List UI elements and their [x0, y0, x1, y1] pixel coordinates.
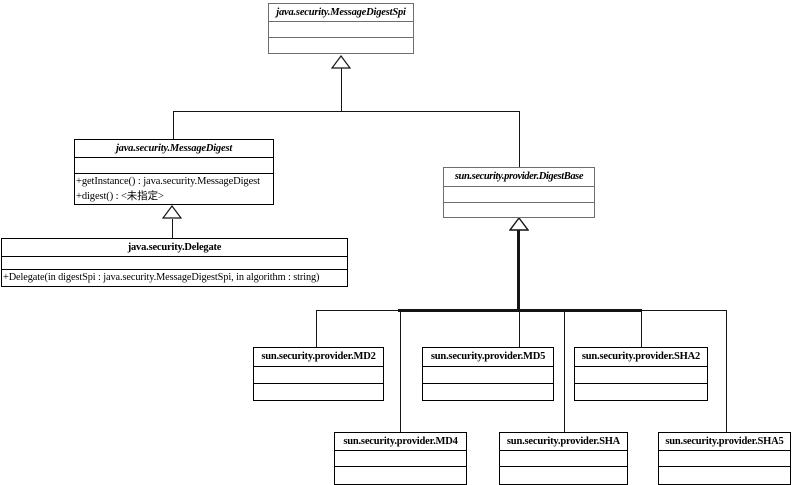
generalization-line-md5-drop: [519, 310, 520, 347]
class-methods-compartment: [269, 38, 413, 53]
class-attributes-compartment: [254, 367, 383, 384]
class-attributes-compartment: [75, 158, 273, 174]
class-attributes-compartment: [335, 451, 466, 467]
class-node-sha5[interactable]: sun.security.provider.SHA5: [658, 432, 791, 485]
method-label: +digest() : <未指定>: [76, 191, 164, 202]
class-node-md5[interactable]: sun.security.provider.MD5: [422, 347, 554, 401]
inheritance-arrow-icon: [509, 217, 529, 231]
class-title: java.security.MessageDigestSpi: [269, 4, 413, 22]
generalization-line-messagedigest-drop: [173, 111, 174, 139]
method-label: +getInstance() : java.security.MessageDi…: [76, 176, 260, 187]
class-title: sun.security.provider.SHA5: [659, 433, 790, 451]
generalization-line-digestbase-drop: [519, 111, 520, 167]
class-title: sun.security.provider.SHA2: [575, 348, 707, 367]
class-node-sha[interactable]: sun.security.provider.SHA: [499, 432, 628, 485]
class-node-messagedigestspi[interactable]: java.security.MessageDigestSpi: [268, 3, 414, 54]
class-attributes-compartment: [659, 451, 790, 467]
inheritance-arrow-icon: [331, 55, 351, 69]
class-methods-compartment: +Delegate(in digestSpi : java.security.M…: [2, 270, 347, 286]
class-node-md4[interactable]: sun.security.provider.MD4: [334, 432, 467, 485]
class-node-sha2[interactable]: sun.security.provider.SHA2: [574, 347, 708, 401]
generalization-line-top-horizontal: [173, 111, 520, 112]
generalization-line-sha2-drop: [641, 310, 642, 347]
generalization-line-md4-drop: [400, 310, 401, 432]
class-methods-compartment: [423, 384, 553, 400]
inheritance-arrow-icon: [162, 205, 182, 219]
class-title: sun.security.provider.MD4: [335, 433, 466, 451]
class-title: sun.security.provider.MD5: [423, 348, 553, 367]
generalization-line-md2-drop: [316, 310, 317, 347]
class-title: sun.security.provider.DigestBase: [444, 168, 594, 187]
method-label: +Delegate(in digestSpi : java.security.M…: [3, 272, 320, 283]
class-attributes-compartment: [269, 22, 413, 38]
class-methods-compartment: [575, 384, 707, 400]
generalization-line-to-messagedigestspi: [341, 68, 342, 111]
class-attributes-compartment: [575, 367, 707, 384]
generalization-line-sub-horizontal-thick: [398, 309, 642, 312]
class-methods-compartment: [500, 467, 627, 484]
class-node-digestbase[interactable]: sun.security.provider.DigestBase: [443, 167, 595, 218]
class-methods-compartment: [335, 467, 466, 484]
class-methods-compartment: [444, 203, 594, 217]
class-node-messagedigest[interactable]: java.security.MessageDigest +getInstance…: [74, 139, 274, 205]
class-node-md2[interactable]: sun.security.provider.MD2: [253, 347, 384, 401]
generalization-line-sha5-drop: [726, 310, 727, 432]
class-methods-compartment: +getInstance() : java.security.MessageDi…: [75, 174, 273, 204]
class-title: sun.security.provider.SHA: [500, 433, 627, 451]
generalization-trunk-to-digestbase: [517, 230, 520, 311]
class-node-delegate[interactable]: java.security.Delegate +Delegate(in dige…: [1, 238, 348, 287]
class-title: java.security.Delegate: [2, 239, 347, 257]
class-attributes-compartment: [444, 187, 594, 203]
class-attributes-compartment: [423, 367, 553, 384]
class-title: sun.security.provider.MD2: [254, 348, 383, 367]
class-methods-compartment: [254, 384, 383, 400]
class-attributes-compartment: [2, 257, 347, 270]
class-attributes-compartment: [500, 451, 627, 467]
generalization-line-delegate-stem: [172, 219, 173, 238]
generalization-line-sha-drop: [564, 310, 565, 432]
class-title: java.security.MessageDigest: [75, 140, 273, 158]
class-methods-compartment: [659, 467, 790, 484]
